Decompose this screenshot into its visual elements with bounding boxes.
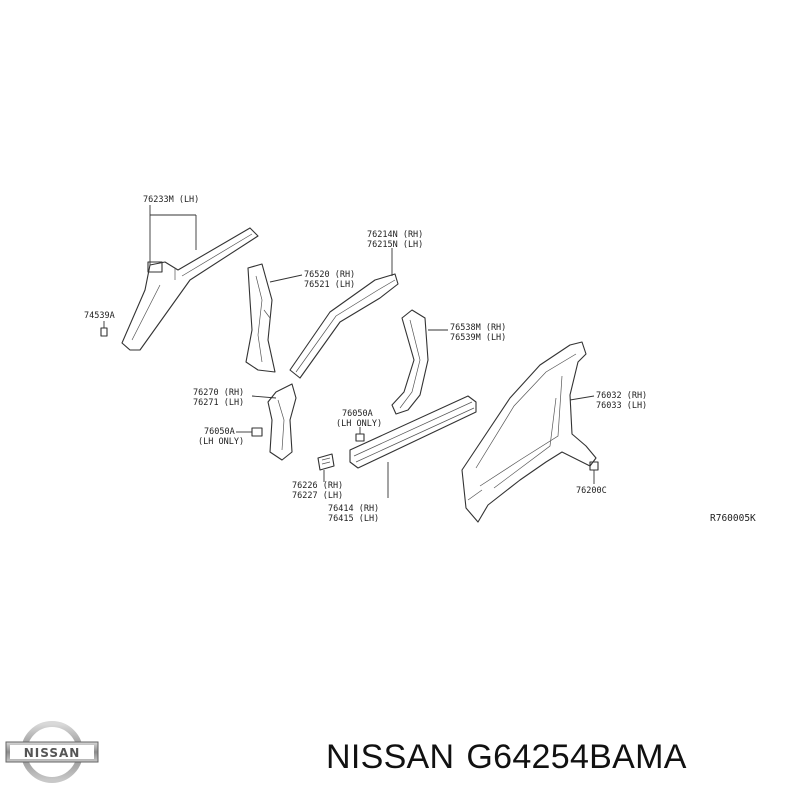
part-76414[interactable]: [349, 395, 477, 469]
label-76214n: 76214N (RH): [367, 230, 423, 240]
label-76233m: 76233M (LH): [143, 195, 199, 205]
part-number: G64254BAMA: [466, 738, 687, 776]
label-76521: 76521 (LH): [304, 280, 355, 290]
label-76270: 76270 (RH): [193, 388, 244, 398]
part-74539a[interactable]: [100, 321, 108, 337]
part-76050a-left[interactable]: [251, 427, 263, 437]
part-76538m[interactable]: [391, 309, 429, 415]
label-76215n: 76215N (LH): [367, 240, 423, 250]
label-76050a-top: 76050A: [342, 409, 373, 419]
label-76414: 76414 (RH): [328, 504, 379, 514]
label-76200c: 76200C: [576, 486, 607, 496]
part-76233m[interactable]: [121, 227, 259, 351]
part-76032[interactable]: [461, 341, 597, 523]
label-76227: 76227 (LH): [292, 491, 343, 501]
label-76520: 76520 (RH): [304, 270, 355, 280]
diagram-id: R760005K: [710, 513, 756, 524]
leader-76520: [269, 274, 303, 283]
label-76050a-top-note: (LH ONLY): [336, 419, 382, 429]
logo-text: NISSAN: [24, 746, 81, 760]
label-76226: 76226 (RH): [292, 481, 343, 491]
label-76539m: 76539M (LH): [450, 333, 506, 343]
part-76200c[interactable]: [589, 461, 599, 471]
label-74539a: 74539A: [84, 311, 115, 321]
leader-76032: [569, 395, 595, 401]
part-76520[interactable]: [245, 263, 276, 373]
part-76050a-top[interactable]: [355, 433, 365, 442]
leader-76270: [251, 395, 277, 399]
part-76214n[interactable]: [289, 273, 399, 379]
label-76033: 76033 (LH): [596, 401, 647, 411]
part-caption: NISSAN G64254BAMA: [326, 738, 796, 782]
label-76415: 76415 (LH): [328, 514, 379, 524]
label-76032: 76032 (RH): [596, 391, 647, 401]
label-76538m: 76538M (RH): [450, 323, 506, 333]
part-76226[interactable]: [317, 453, 335, 471]
label-76271: 76271 (LH): [193, 398, 244, 408]
part-76270[interactable]: [267, 383, 297, 461]
nissan-logo: NISSAN: [5, 721, 99, 783]
brand-name: NISSAN: [326, 738, 455, 776]
label-76050a-left: 76050A: [204, 427, 235, 437]
label-76050a-left-note: (LH ONLY): [198, 437, 244, 447]
